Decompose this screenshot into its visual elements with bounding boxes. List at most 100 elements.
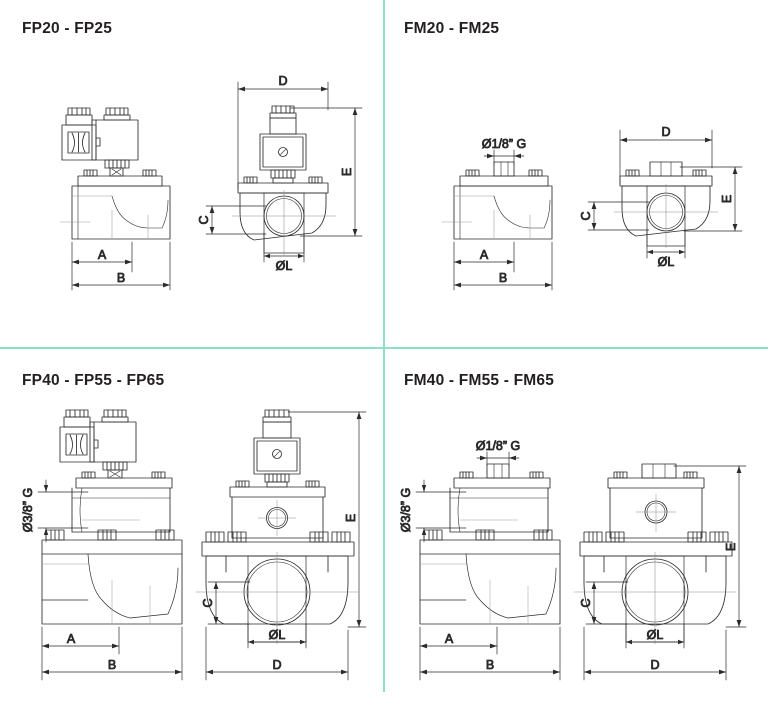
fm40-front-view: [573, 463, 737, 645]
bonnet-barrel: [71, 487, 171, 533]
solenoid-coil: [89, 421, 137, 463]
dim-B-fp40: [41, 626, 183, 681]
callout-port-18: [483, 149, 525, 165]
panel-fm40-fm55-fm65: FM40 - FM55 - FM65: [384, 352, 768, 704]
valve-body: [453, 185, 553, 240]
dim-label-D: D: [278, 74, 287, 88]
dim-C-fm40: [585, 581, 629, 625]
port-boss: [486, 463, 510, 479]
dim-label-OL: ØL: [269, 628, 286, 642]
coil-screw: [272, 449, 282, 459]
fp40-side-view: [41, 409, 183, 625]
dim-OL-fp40: [247, 623, 307, 649]
dim-label-B: B: [499, 271, 507, 285]
label-port-18: Ø1/8” G: [476, 439, 520, 453]
bonnet-flange-upper: [453, 477, 551, 489]
dim-C-fp20: [205, 205, 267, 235]
dim-A-fm20: [453, 241, 515, 291]
label-port-38: Ø3/8” G: [399, 488, 413, 532]
drawing-fm20-fm25: Ø1/8” G A: [384, 0, 768, 352]
solenoid-coil-front: [253, 437, 301, 475]
valve-body-front: [239, 192, 327, 241]
dim-C-fm20: [587, 201, 650, 231]
panel-title-fp40-fp55-fp65: FP40 - FP55 - FP65: [22, 372, 165, 389]
dim-label-E: E: [724, 543, 738, 551]
body-flange: [419, 539, 561, 555]
dim-A-fp20: [71, 241, 133, 291]
dim-D-fp40: [205, 626, 349, 681]
dim-B-fm40: [419, 626, 561, 681]
dim-A-fm40: [419, 626, 498, 681]
drawing-fm40-fm55-fm65: Ø1/8” G Ø3/8” G: [384, 352, 768, 704]
port-boss: [493, 161, 515, 177]
fp40-front-view: [195, 409, 359, 645]
dim-OL-fm20: [646, 228, 686, 259]
flange-bolts-front: [205, 531, 351, 543]
dim-OL-fp20: [263, 232, 305, 263]
coil-screw: [278, 147, 288, 157]
din-connector-body: [59, 426, 95, 463]
fp20-front-view: [231, 105, 337, 256]
connector-cap: [67, 107, 91, 116]
dim-E-fp20: [289, 107, 363, 237]
bonnet-flange: [459, 175, 549, 187]
callout-port-38: [415, 479, 467, 543]
dim-label-C: C: [197, 215, 211, 224]
dim-label-D: D: [650, 658, 659, 672]
dim-label-D: D: [272, 658, 281, 672]
fm20-side-view: [441, 161, 553, 240]
panel-fp40-fp55-fp65: FP40 - FP55 - FP65: [0, 352, 384, 704]
flange-bolts: [45, 529, 175, 541]
dim-label-C: C: [579, 598, 593, 607]
dim-label-OL: ØL: [647, 628, 664, 642]
dim-label-OL: ØL: [276, 259, 293, 273]
dim-label-A: A: [98, 248, 107, 262]
dim-label-B: B: [117, 271, 125, 285]
panel-fm20-fm25: FM20 - FM25: [384, 0, 768, 352]
vertical-divider: [383, 0, 385, 692]
drawing-fp20-fp25: A B: [0, 0, 384, 352]
dim-D-fm40: [583, 626, 727, 681]
din-connector-body: [61, 124, 97, 161]
dim-E-fp40: [287, 411, 367, 628]
body-flange: [41, 539, 183, 555]
panel-title-fp20-fp25: FP20 - FP25: [22, 20, 113, 37]
flange-bolts-front: [583, 531, 729, 543]
top-nut: [105, 107, 129, 116]
callout-port-38: [37, 479, 89, 543]
dim-A-fp40: [41, 626, 120, 681]
panel-fp20-fp25: FP20 - FP25: [0, 0, 384, 352]
panel-title-fm40-fm55-fm65: FM40 - FM55 - FM65: [404, 372, 555, 389]
dim-label-B: B: [108, 658, 116, 672]
dim-label-A: A: [445, 632, 454, 646]
flange-bolts: [423, 529, 553, 541]
dim-label-E: E: [340, 168, 354, 176]
dim-B-fp20: [71, 241, 171, 291]
fm40-side-view: [419, 463, 561, 625]
dim-C-fp40: [207, 581, 251, 625]
dim-label-OL: ØL: [658, 255, 675, 269]
panel-title-fm20-fm25: FM20 - FM25: [404, 20, 500, 37]
dim-D-fp20: [237, 81, 329, 191]
dim-label-E: E: [344, 514, 358, 522]
dim-label-A: A: [67, 632, 76, 646]
bonnet-flange: [77, 175, 163, 187]
label-port-38: Ø3/8” G: [21, 488, 35, 532]
dim-label-E: E: [720, 195, 734, 203]
bonnet-flange-upper: [75, 477, 173, 489]
callout-port-18: [476, 451, 520, 467]
dim-label-C: C: [579, 211, 593, 220]
dim-E-fm40: [673, 465, 747, 628]
dim-D-fm20: [619, 129, 713, 185]
dim-label-D: D: [661, 125, 670, 139]
dim-label-A: A: [480, 248, 489, 262]
fp20-side-view: [59, 107, 171, 240]
dim-B-fm20: [453, 241, 553, 291]
horizontal-divider: [0, 347, 768, 349]
dim-label-C: C: [201, 598, 215, 607]
drawing-fp40-fp55-fp65: Ø3/8” G A: [0, 352, 384, 704]
dim-E-fm20: [679, 166, 743, 232]
label-port-18: Ø1/8” G: [482, 137, 526, 151]
fm20-front-view: [613, 161, 719, 249]
